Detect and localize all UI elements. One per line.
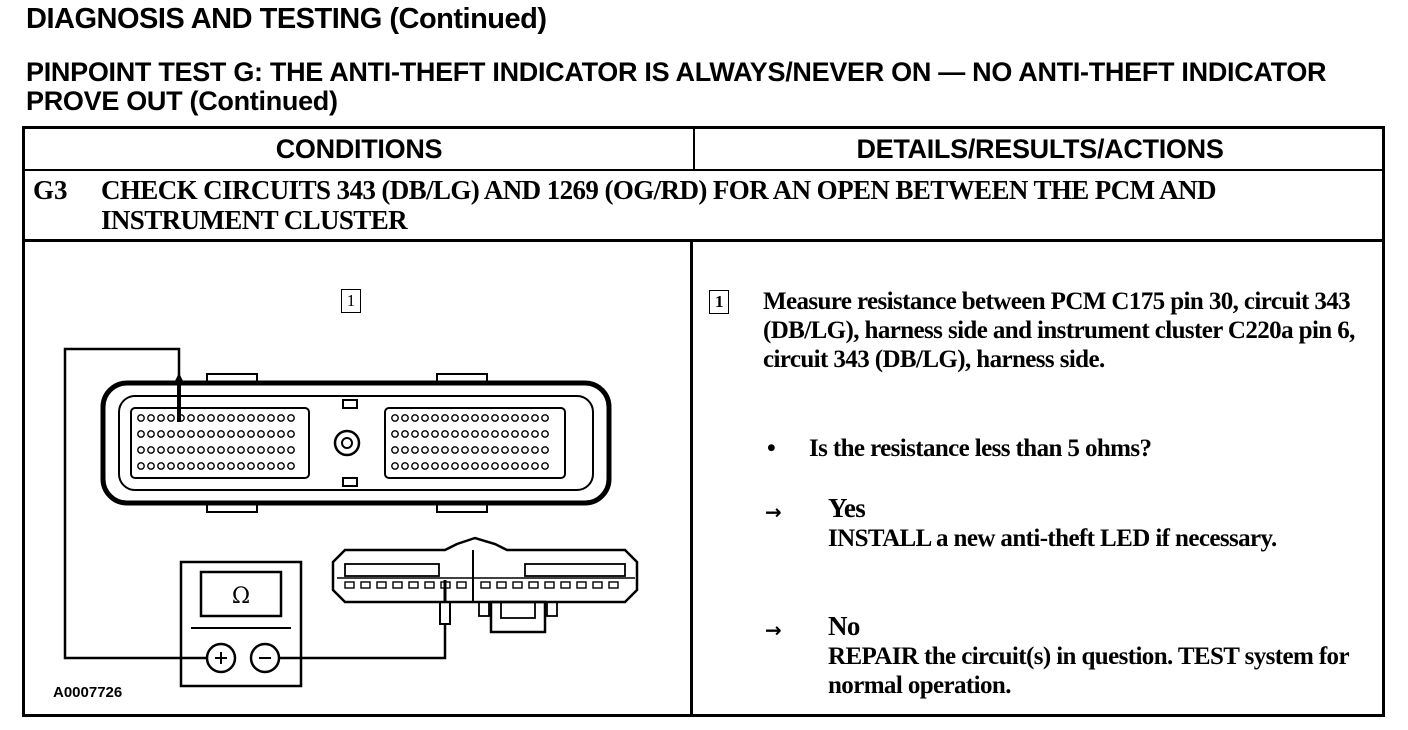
pcm-connector-pin-holes bbox=[137, 414, 549, 470]
wiring-diagram: Ω 1 A0007726 bbox=[25, 242, 690, 717]
instrument-cluster-connector bbox=[331, 536, 639, 634]
no-arrow-icon: → bbox=[765, 618, 782, 642]
no-label: No bbox=[828, 611, 860, 641]
pcm-connector bbox=[100, 373, 612, 513]
body-column-divider bbox=[690, 242, 693, 714]
pinpoint-test-title: PINPOINT TEST G: THE ANTI-THEFT INDICATO… bbox=[26, 57, 1327, 116]
figure-id: A0007726 bbox=[53, 684, 123, 701]
diagram-callout-1: 1 bbox=[341, 289, 361, 313]
step-rule bbox=[25, 239, 1382, 242]
yes-label: Yes bbox=[828, 493, 866, 523]
yes-arrow-icon: → bbox=[765, 500, 782, 524]
measurement-instruction: Measure resistance between PCM C175 pin … bbox=[763, 288, 1355, 373]
conditions-column-header: CONDITIONS bbox=[275, 134, 443, 164]
ohm-symbol: Ω bbox=[232, 584, 250, 609]
page-header-title: DIAGNOSIS AND TESTING (Continued) bbox=[26, 3, 547, 35]
header-rule bbox=[25, 169, 1382, 171]
cluster-connector-pin-slots bbox=[344, 581, 619, 589]
resistance-question: Is the resistance less than 5 ohms? bbox=[809, 435, 1152, 462]
bullet-icon: • bbox=[767, 435, 776, 462]
connector-diagram-svg: Ω bbox=[63, 347, 639, 688]
details-column-header: DETAILS/RESULTS/ACTIONS bbox=[856, 134, 1224, 164]
step-row-g3: G3 CHECK CIRCUITS 343 (DB/LG) AND 1269 (… bbox=[25, 171, 1382, 239]
pinpoint-test-table: CONDITIONS DETAILS/RESULTS/ACTIONS G3 CH… bbox=[22, 126, 1385, 717]
column-divider bbox=[693, 129, 695, 169]
details-callout-1: 1 bbox=[709, 290, 729, 314]
ohmmeter bbox=[179, 560, 303, 688]
step-description: CHECK CIRCUITS 343 (DB/LG) AND 1269 (OG/… bbox=[101, 175, 1216, 235]
no-action: REPAIR the circuit(s) in question. TEST … bbox=[828, 643, 1349, 699]
test-leads bbox=[63, 347, 451, 660]
details-panel: 1 Measure resistance between PCM C175 pi… bbox=[693, 242, 1385, 717]
yes-action: INSTALL a new anti-theft LED if necessar… bbox=[828, 525, 1277, 552]
step-code: G3 bbox=[33, 175, 68, 205]
